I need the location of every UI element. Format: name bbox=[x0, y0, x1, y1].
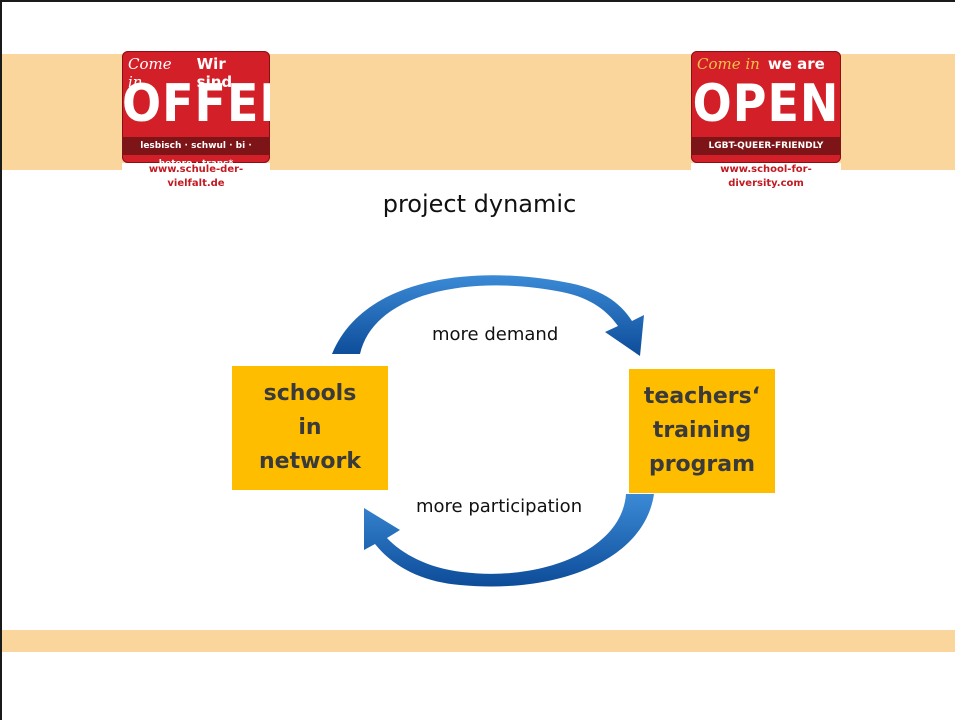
logo-tagline-text: we are bbox=[767, 55, 825, 73]
node-line: program bbox=[648, 452, 756, 477]
node-schools-in-network: schools in network bbox=[232, 366, 388, 490]
logo-badge: Come in we are OPEN LGBT-QUEER-FRIENDLY bbox=[691, 51, 841, 163]
logo-wir-sind-offen: Come in Wir sind OFFEN lesbisch · schwul… bbox=[122, 51, 270, 189]
edge-label-more-participation: more participation bbox=[416, 496, 583, 517]
node-teachers-training-program: teachers‘ training program bbox=[629, 369, 775, 493]
logo-come-in-text: Come in bbox=[128, 55, 172, 91]
logo-badge: Come in Wir sind OFFEN lesbisch · schwul… bbox=[122, 51, 270, 163]
logo-tagline-text: Wir sind bbox=[196, 55, 233, 91]
arrow-top bbox=[332, 275, 644, 356]
node-line: in bbox=[298, 415, 322, 440]
logo-main-text: OFFEN bbox=[122, 72, 270, 134]
logo-we-are-open: Come in we are OPEN LGBT-QUEER-FRIENDLY … bbox=[691, 51, 841, 189]
footer-band bbox=[2, 630, 955, 652]
page-title: project dynamic bbox=[382, 190, 577, 218]
logo-url-text: www.schule-der-vielfalt.de bbox=[122, 163, 270, 189]
arrow-bottom bbox=[364, 494, 654, 587]
logo-sub-text: LGBT-QUEER-FRIENDLY bbox=[691, 137, 841, 155]
logo-main-text: OPEN bbox=[692, 72, 840, 134]
node-line: schools bbox=[263, 381, 357, 406]
logo-come-in-text: Come in bbox=[697, 55, 760, 73]
logo-url-text: www.school-for-diversity.com bbox=[691, 163, 841, 189]
logo-sub-text: lesbisch · schwul · bi · hetero · trans* bbox=[122, 137, 270, 163]
node-line: teachers‘ bbox=[643, 384, 761, 409]
edge-label-more-demand: more demand bbox=[432, 324, 559, 345]
node-line: network bbox=[258, 449, 362, 474]
node-line: training bbox=[652, 418, 752, 443]
